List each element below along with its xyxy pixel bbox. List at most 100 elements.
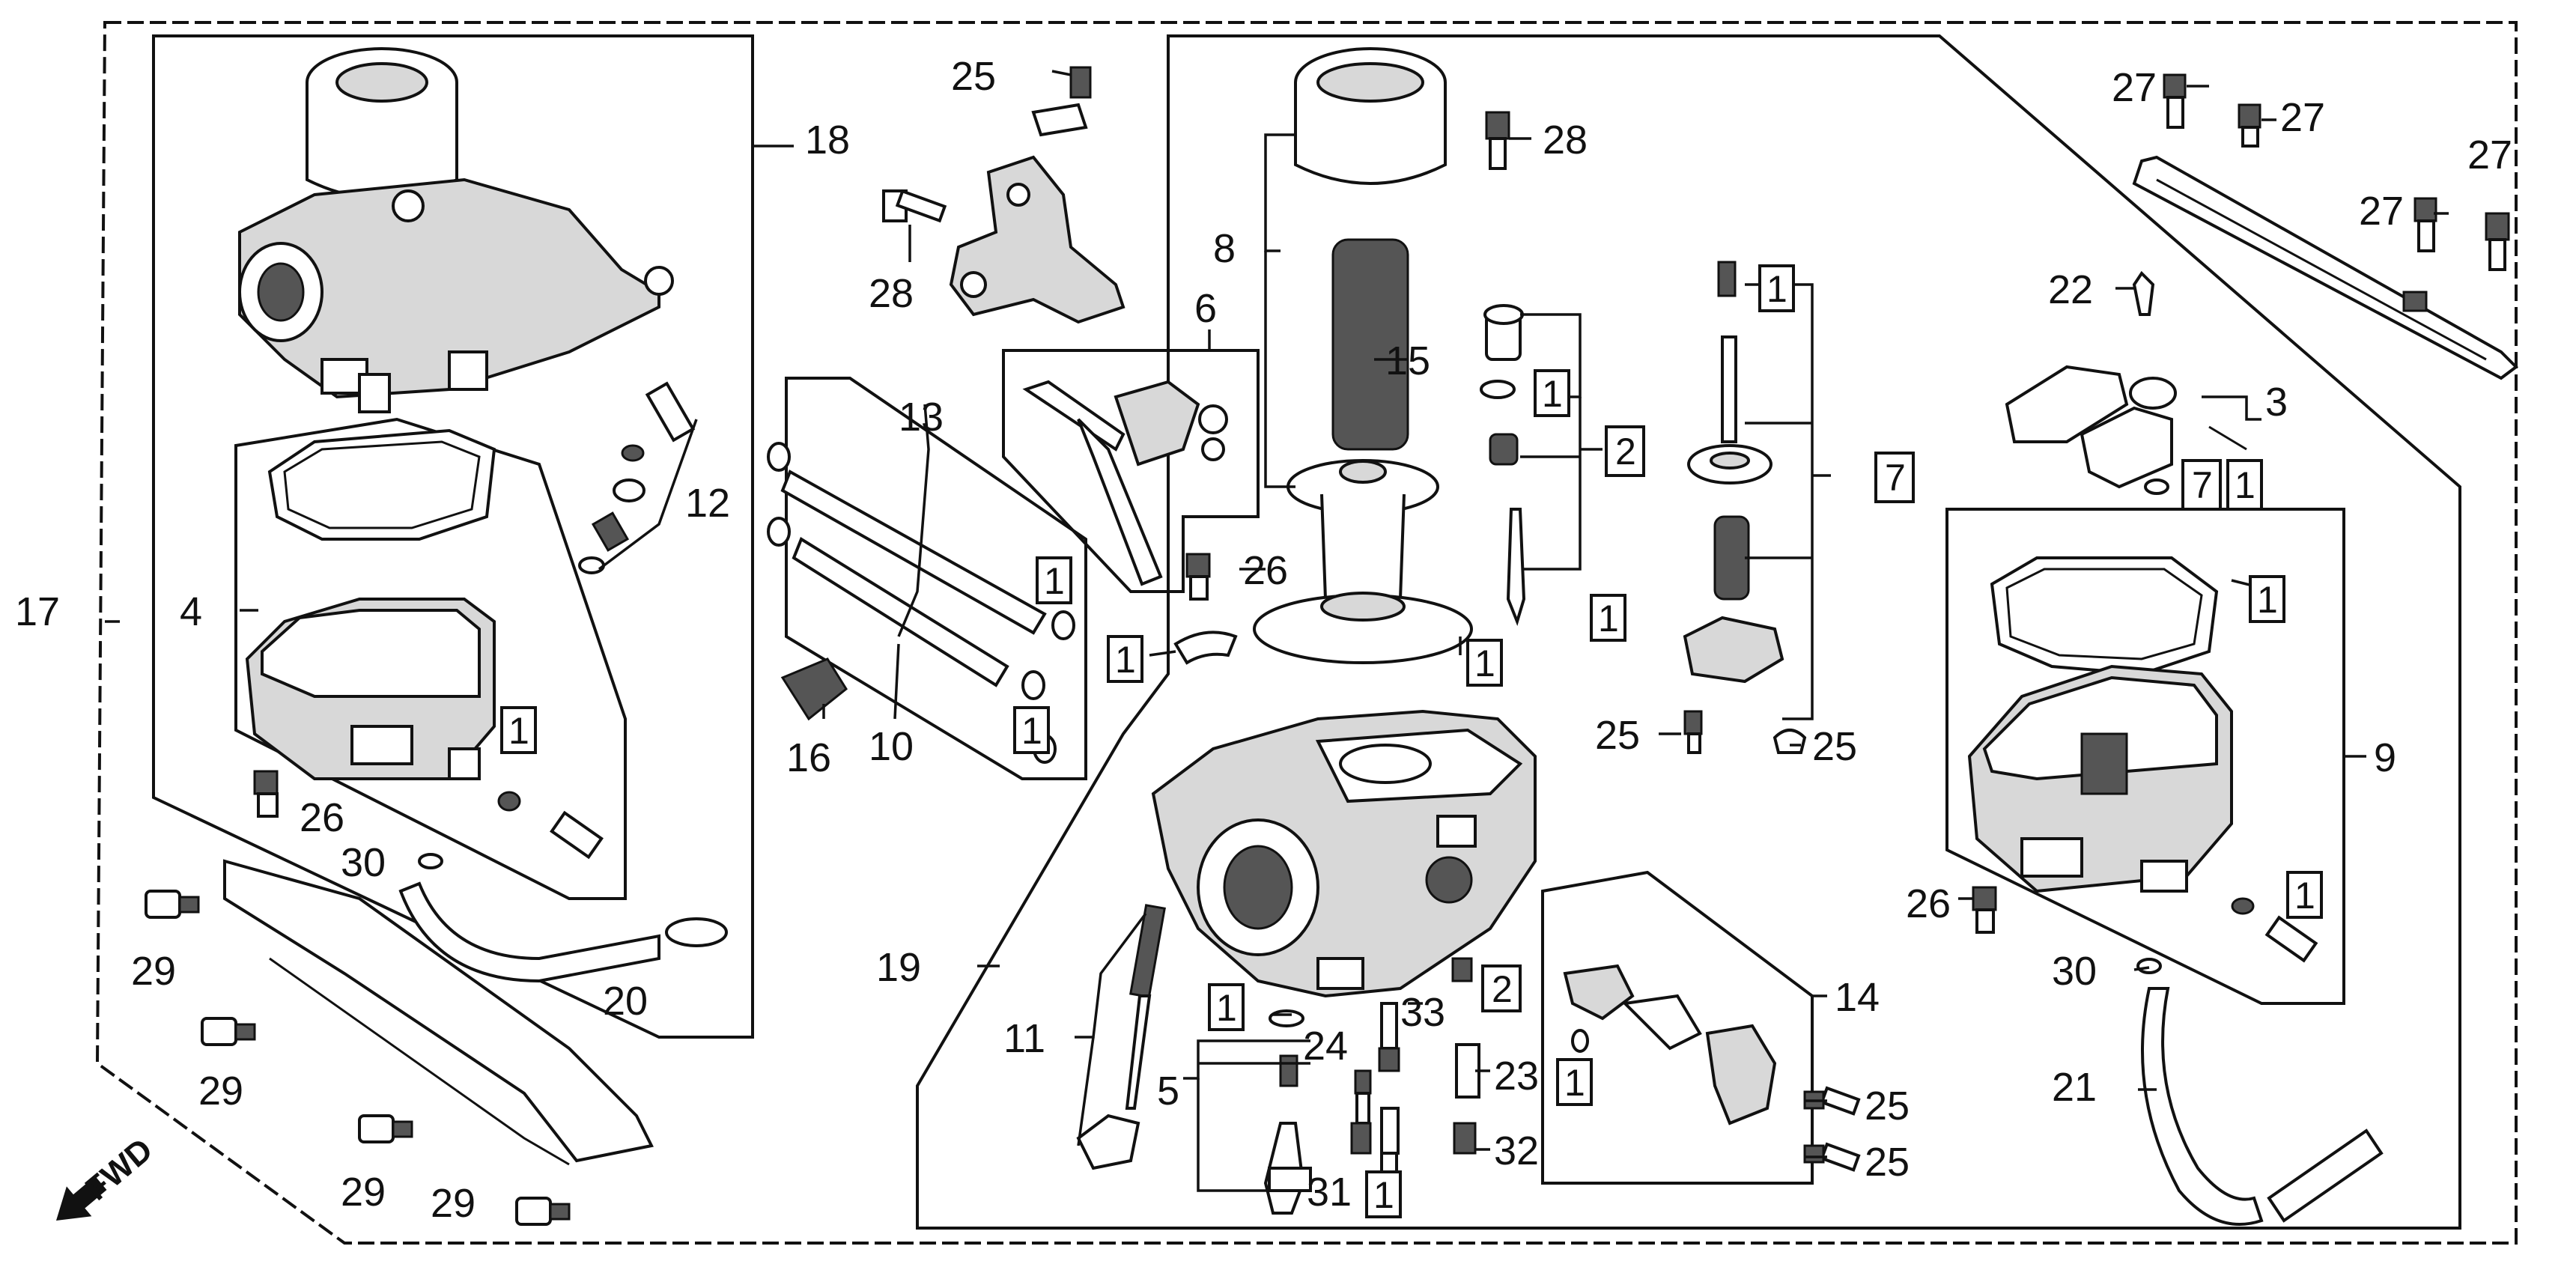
label-26: 26 [300,795,344,840]
label-23: 23 [1494,1054,1539,1099]
label-11: 11 [1003,1016,1045,1061]
box-label-1: 1 [1115,639,1136,681]
drain-screw-right [2231,897,2318,963]
label-19: 19 [876,945,921,990]
label-28: 28 [1543,118,1588,162]
jets-23-32 [1451,957,1480,1155]
box-label-1: 1 [2257,579,2278,621]
label-29: 29 [198,1069,243,1114]
label-33: 33 [1400,990,1445,1035]
box-label-1: 1 [508,710,529,752]
screw-28-right [1485,111,1510,170]
needle-assembly-7 [1683,261,1784,684]
label-21: 21 [2052,1065,2097,1110]
label-10: 10 [869,724,914,769]
screw-28-left [882,189,947,223]
label-25: 25 [1865,1084,1910,1128]
screws-25-center [1683,710,1807,754]
screw-26-center [1185,553,1211,601]
box-label-2: 2 [1492,968,1513,1010]
top-cap-8 [1294,47,1447,185]
label-16: 16 [786,735,831,780]
tubes-10-13 [767,442,1075,764]
frame-19 [916,34,2461,1230]
box-label-1: 1 [2235,464,2255,506]
leader-12 [598,419,698,571]
label-6: 6 [1194,286,1217,331]
label-26: 26 [1243,548,1288,593]
box-label-7: 7 [2192,464,2213,506]
box-label-1: 1 [1598,598,1619,639]
jet-cable-11 [1076,904,1166,1170]
screws-27 [2163,73,2510,271]
box-label-1: 1 [1044,560,1065,602]
o-ring-30-left [418,853,443,869]
parts-12 [578,381,696,574]
spring-16 [780,657,848,721]
label-13: 13 [899,395,944,440]
label-5: 5 [1157,1069,1179,1114]
frame-6 [1002,349,1260,593]
box-label-1: 1 [1767,268,1787,310]
box-label-1: 1 [1021,710,1042,752]
o-ring-30-right [2136,958,2162,974]
hose-21 [2141,987,2264,1226]
box-label-1: 1 [1564,1062,1585,1104]
label-8: 8 [1213,226,1236,271]
label-17: 17 [15,589,60,634]
leader-lines [105,70,2449,1192]
label-14: 14 [1835,975,1880,1020]
screws-29 [145,890,571,1226]
label-20: 20 [603,979,648,1024]
frame-9 [1945,508,2345,1005]
float-bowl-left [245,598,496,780]
box-label-7: 7 [1885,457,1906,499]
frame-10-13 [785,377,1087,780]
label-4: 4 [180,589,202,634]
label-25: 25 [1595,713,1640,758]
label-25: 25 [951,54,996,99]
label-12: 12 [685,481,730,526]
label-27: 27 [2467,133,2512,177]
part-26-left [253,770,279,818]
clip-1-center [1173,631,1238,665]
frame-14 [1541,870,1814,1185]
bracket-center-top [949,66,1126,324]
label-25: 25 [1812,724,1857,769]
label-29: 29 [341,1170,386,1215]
label-15: 15 [1385,338,1430,383]
label-26: 26 [1906,881,1951,926]
part-22 [2132,270,2155,316]
label-9: 9 [2374,735,2396,780]
petcock-14 [1563,964,1777,1125]
spring-15 [1331,238,1409,451]
drain-screw-left [497,791,604,860]
label-31: 31 [1307,1170,1352,1215]
label-28: 28 [869,271,914,316]
label-27: 27 [2280,95,2325,140]
gasket-right [1990,556,2219,676]
label-30: 30 [341,840,386,885]
label-27: 27 [2112,65,2157,110]
jets-5 [1263,1009,1312,1215]
label-25: 25 [1865,1140,1910,1185]
outer-frame [95,21,2518,1245]
box-label-1: 1 [1216,987,1237,1029]
label-18: 18 [805,118,850,162]
part-26-right [1972,886,1997,934]
frame-18 [152,34,754,1039]
bracket-bar-left [223,859,654,1163]
label-24: 24 [1303,1024,1348,1069]
box-label-2: 2 [1615,431,1636,473]
label-30: 30 [2052,949,2097,994]
carburetor-left-body [238,47,674,413]
piston-diaphragm [1253,459,1473,664]
box-label-1: 1 [2294,875,2315,917]
part-number-labels: 17 18 4 12 26 30 29 29 29 29 20 25 28 13… [15,54,2512,1226]
box-label-1: 1 [1474,642,1495,684]
carburetor-center-body [1151,709,1537,998]
float-3 [2005,365,2247,495]
label-22: 22 [2048,267,2093,312]
label-27: 27 [2359,189,2404,234]
